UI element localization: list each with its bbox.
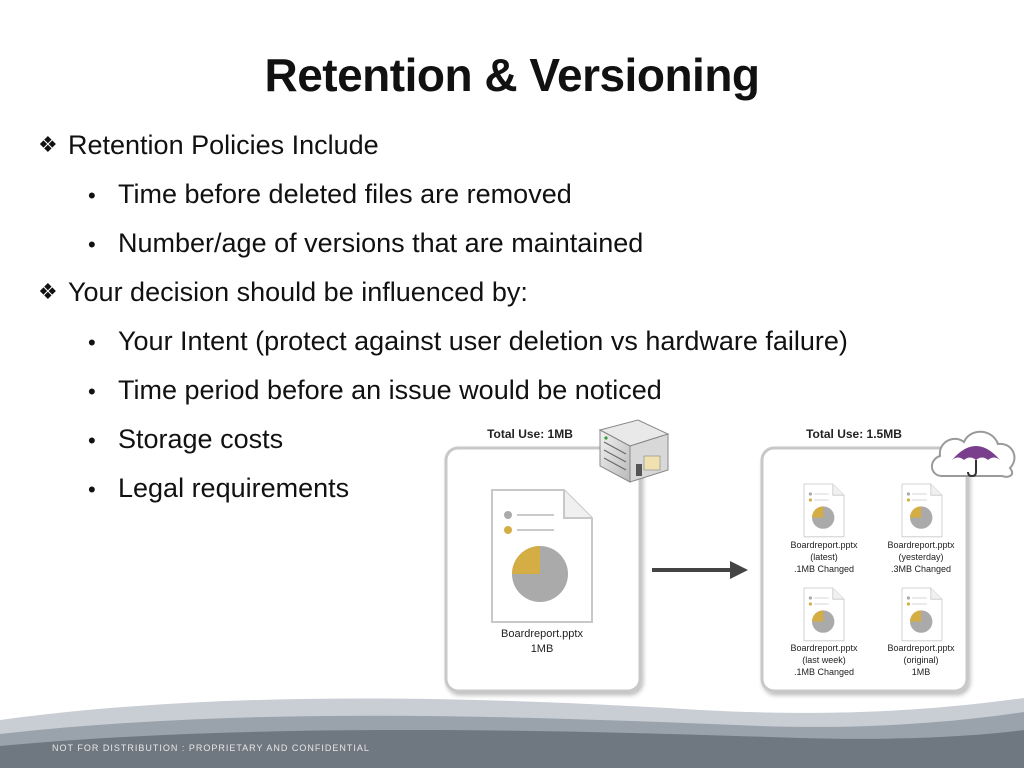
bullet-retention-policies: ❖Retention Policies Include [38,130,379,160]
arrow-icon [652,561,748,579]
footer-notice: NOT FOR DISTRIBUTION : PROPRIETARY AND C… [52,743,370,753]
server-icon [598,419,670,483]
slide-title: Retention & Versioning [264,49,760,101]
file-document-icon [803,483,845,538]
bullet-storage-costs: •Storage costs [88,422,283,458]
version-yesterday-change: .3MB Changed [891,564,951,574]
bullet-deleted-files: •Time before deleted files are removed [88,177,572,213]
version-latest-change: .1MB Changed [794,564,854,574]
bullet-time-period: •Time period before an issue would be no… [88,373,662,409]
version-original-name: Boardreport.pptx [887,643,955,653]
bullet-versions: •Number/age of versions that are maintai… [88,226,643,262]
bullet-intent: •Your Intent (protect against user delet… [88,324,848,360]
version-lastweek-change: .1MB Changed [794,667,854,677]
right-total-label: Total Use: 1.5MB [806,427,902,441]
diamond-bullet-icon: ❖ [38,132,58,157]
left-file-name: Boardreport.pptx [501,628,583,640]
diamond-bullet-icon: ❖ [38,279,58,304]
cloud-umbrella-icon [931,430,1016,478]
dot-bullet-icon: • [88,379,96,404]
version-yesterday-name: Boardreport.pptx [887,540,955,550]
dot-bullet-icon: • [88,428,96,453]
bullet-decision: ❖Your decision should be influenced by: [38,277,528,307]
dot-bullet-icon: • [88,330,96,355]
version-lastweek-name: Boardreport.pptx [790,643,858,653]
left-panel: Total Use: 1MB Boardreport.pptx 1MB [444,427,642,693]
dot-bullet-icon: • [88,183,96,208]
left-total-label: Total Use: 1MB [487,427,573,441]
right-panel: Total Use: 1.5MB Boardreport.pptx (lates… [760,427,969,693]
file-document-icon [901,587,943,642]
left-file-size: 1MB [531,643,554,655]
version-latest-name: Boardreport.pptx [790,540,858,550]
dot-bullet-icon: • [88,477,96,502]
bullet-legal: •Legal requirements [88,471,349,507]
dot-bullet-icon: • [88,232,96,257]
footer-band [0,698,1024,768]
version-latest-label: (latest) [810,552,838,562]
file-document-icon [803,587,845,642]
version-lastweek-label: (last week) [802,655,846,665]
version-original-label: (original) [903,655,938,665]
file-document-icon [491,489,593,623]
file-document-icon [901,483,943,538]
version-yesterday-label: (yesterday) [898,552,943,562]
version-original-change: 1MB [912,667,931,677]
